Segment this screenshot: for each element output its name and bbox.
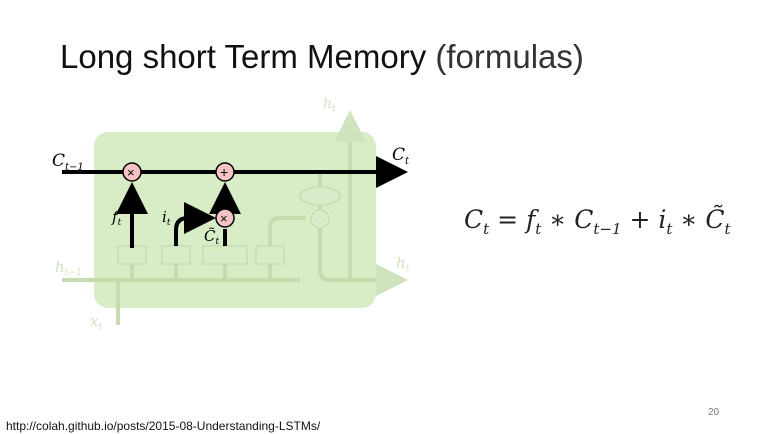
slide-title: Long short Term Memory (formulas) <box>60 38 584 76</box>
label-h-out: ht <box>396 254 410 274</box>
title-main: Long short Term Memory <box>60 38 427 75</box>
label-o: ot <box>258 208 270 226</box>
formula-i-sub: t <box>666 220 673 238</box>
faded-paths <box>62 110 408 325</box>
slide-number: 20 <box>708 407 720 418</box>
output-multiply-label: × <box>315 213 322 227</box>
tanh-gate-label: tanh <box>211 249 234 263</box>
label-c-next: Ct <box>392 145 410 167</box>
label-c-prev: Ct−1 <box>52 151 84 173</box>
formula-c-tilde: C̃ <box>705 205 725 234</box>
input-multiply <box>215 208 235 228</box>
formula-i: i <box>658 205 667 234</box>
formula-f: f <box>526 205 536 234</box>
label-c-tilde: C̃t <box>204 227 219 247</box>
formula-eq: = <box>497 205 519 234</box>
cell-add-symbol: + <box>220 164 228 180</box>
output-multiply <box>310 209 330 229</box>
diagram-labels: Ct−1 Ct ht ht−1 ht xt ft it ot C̃t <box>52 96 410 332</box>
formula-c-prev: C <box>574 205 594 234</box>
forget-multiply <box>122 162 142 182</box>
formula-lhs: C <box>464 205 484 234</box>
label-i: it <box>162 208 171 228</box>
sigma-gate-f-label: σ <box>127 249 135 263</box>
formula-c-prev-sub: t−1 <box>593 220 622 238</box>
pointwise-ops: × + × <box>122 162 235 228</box>
formula-star2: ∗ <box>680 205 698 234</box>
sigma-gate-o-label: σ <box>265 249 273 263</box>
formula-plus: + <box>629 205 651 234</box>
label-h-top: ht <box>323 96 336 114</box>
label-f: ft <box>111 208 122 228</box>
title-paren: (formulas) <box>435 38 584 75</box>
sigma-gate-o <box>255 245 285 265</box>
sigma-gate-i-label: σ <box>171 249 179 263</box>
formula-star1: ∗ <box>549 205 567 234</box>
cell-state-formula: Ct = ft ∗ Ct−1 + it ∗ C̃t <box>464 205 730 238</box>
formula-c-tilde-sub: t <box>724 220 731 238</box>
source-url: http://colah.github.io/posts/2015-08-Und… <box>6 419 321 433</box>
formula-f-sub: t <box>535 220 542 238</box>
forget-multiply-symbol: × <box>127 165 135 180</box>
formula-lhs-sub: t <box>483 220 490 238</box>
gate-boxes: σ σ tanh σ tanh × <box>117 186 341 265</box>
label-h-prev: ht−1 <box>55 258 82 278</box>
input-multiply-symbol: × <box>220 211 228 226</box>
cell-add <box>215 162 235 182</box>
tanh-output <box>299 186 341 206</box>
label-x-in: xt <box>90 312 102 332</box>
tanh-output-label: tanh <box>307 189 330 203</box>
